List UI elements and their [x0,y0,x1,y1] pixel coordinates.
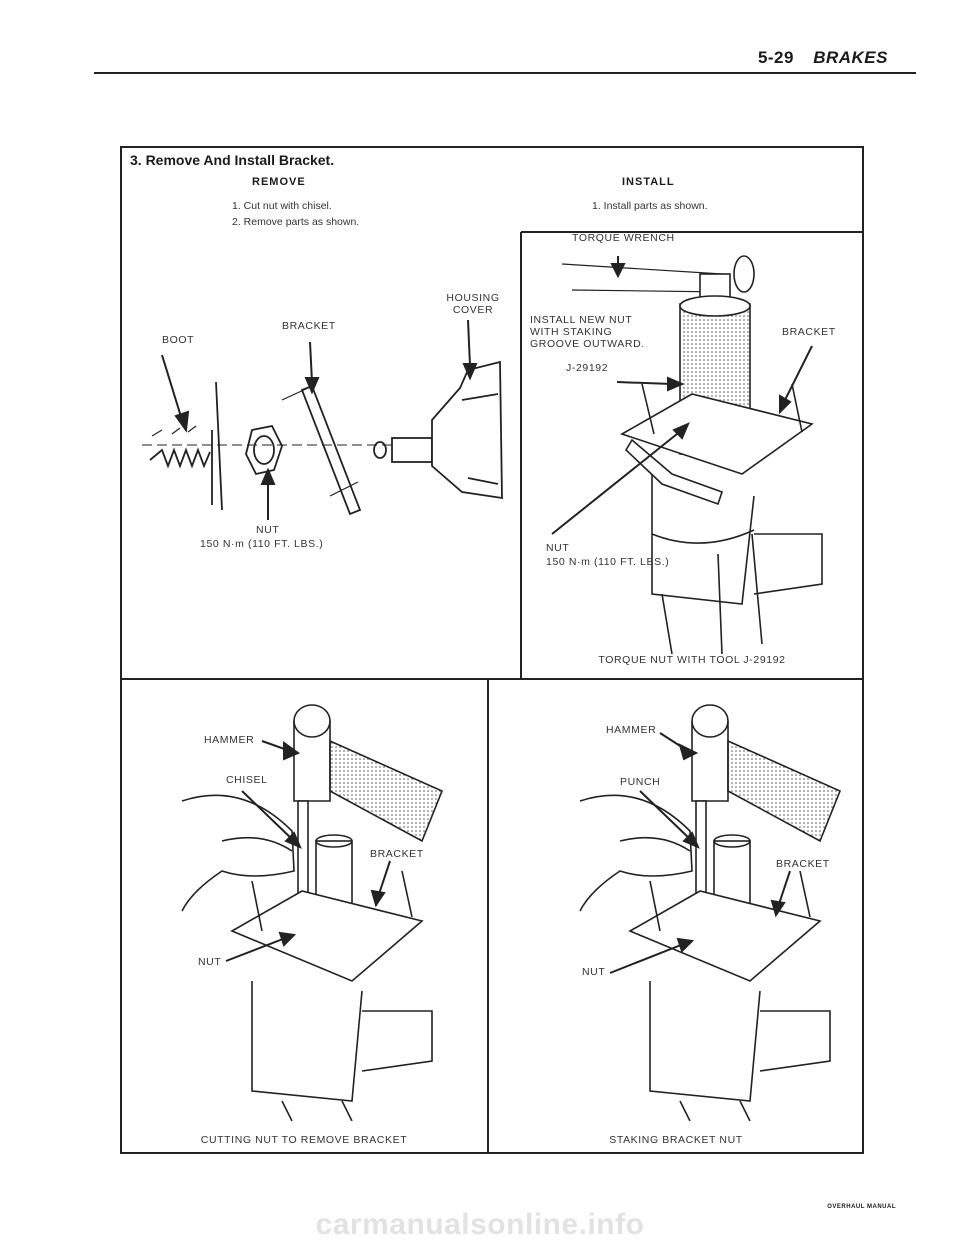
label-nut-install: NUT [546,542,570,554]
install-step-1: 1. Install parts as shown. [592,200,708,212]
label-bracket-install: BRACKET [782,326,836,338]
remove-exploded-diagram [142,319,503,520]
label-nut-remove: NUT [256,524,280,536]
header-rule [94,72,916,74]
remove-heading: REMOVE [252,176,306,188]
label-torque-remove: 150 N·m (110 FT. LBS.) [200,538,324,550]
label-new-nut-2: WITH STAKING [530,326,613,338]
label-bracket-remove: BRACKET [282,320,336,332]
label-tool-number: J-29192 [566,362,609,374]
label-bracket-staking: BRACKET [776,858,830,870]
footer-manual: OVERHAUL MANUAL [827,1204,896,1210]
section-title: BRAKES [813,48,888,67]
install-heading: INSTALL [622,176,675,188]
label-new-nut-3: GROOVE OUTWARD. [530,338,645,350]
label-torque-wrench: TORQUE WRENCH [572,232,675,244]
label-torque-install: 150 N·m (110 FT. LBS.) [546,556,670,568]
cutting-diagram [181,704,444,1121]
label-new-nut-1: INSTALL NEW NUT [530,314,633,326]
figure-frame [120,146,864,1154]
caption-staking: STAKING BRACKET NUT [609,1134,743,1146]
remove-step-1: 1. Cut nut with chisel. [232,200,332,212]
page-number: 5-29 [757,48,794,67]
remove-step-2: 2. Remove parts as shown. [232,216,360,228]
label-hammer-cutting: HAMMER [204,734,255,746]
staking-diagram [579,704,842,1121]
label-cover: COVER [452,304,494,316]
label-hammer-staking: HAMMER [606,724,657,736]
label-housing: HOUSING [446,292,500,304]
label-nut-staking: NUT [582,966,606,978]
caption-cutting: CUTTING NUT TO REMOVE BRACKET [200,1134,408,1146]
label-punch: PUNCH [620,776,661,788]
label-boot: BOOT [162,334,195,346]
watermark: carmanualsonline.info [315,1208,645,1241]
install-torque-diagram [551,255,823,655]
label-bracket-cutting: BRACKET [370,848,424,860]
page-header: 5-29 BRAKES [758,48,888,68]
label-nut-cutting: NUT [198,956,222,968]
panel-title: 3. Remove And Install Bracket. [130,152,335,168]
caption-install: TORQUE NUT WITH TOOL J-29192 [598,654,786,666]
label-chisel: CHISEL [226,774,268,786]
